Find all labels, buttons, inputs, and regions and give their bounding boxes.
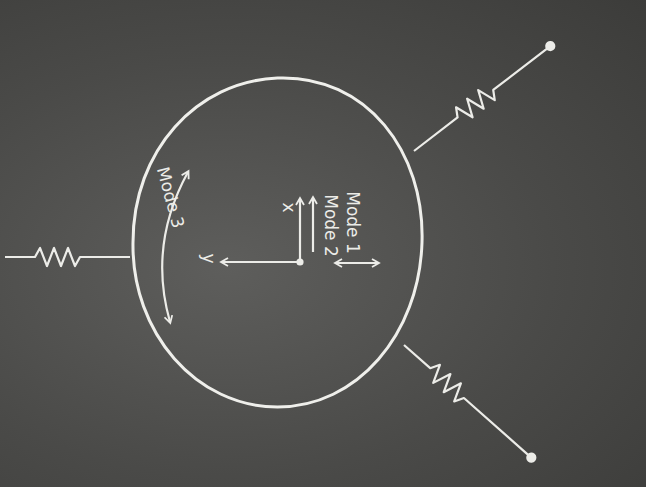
- spring-symbol: [5, 248, 130, 266]
- spring-symbol: [398, 338, 540, 467]
- axis-label: y: [200, 253, 217, 263]
- mode-label: Mode 1: [343, 191, 360, 254]
- spring-symbol: [409, 36, 559, 158]
- mode-label: Mode 3: [154, 165, 187, 230]
- circle-outline: [130, 75, 425, 410]
- axis-label: x: [280, 202, 297, 212]
- x-axis: [299, 199, 301, 262]
- y-axis: [222, 261, 300, 263]
- mode-label: Mode 2: [321, 194, 338, 257]
- body-outline: x y Mode 2 Mode 1 Mode 3: [130, 75, 425, 410]
- mode-arrow: [336, 262, 378, 264]
- mode-arrow: [312, 198, 314, 252]
